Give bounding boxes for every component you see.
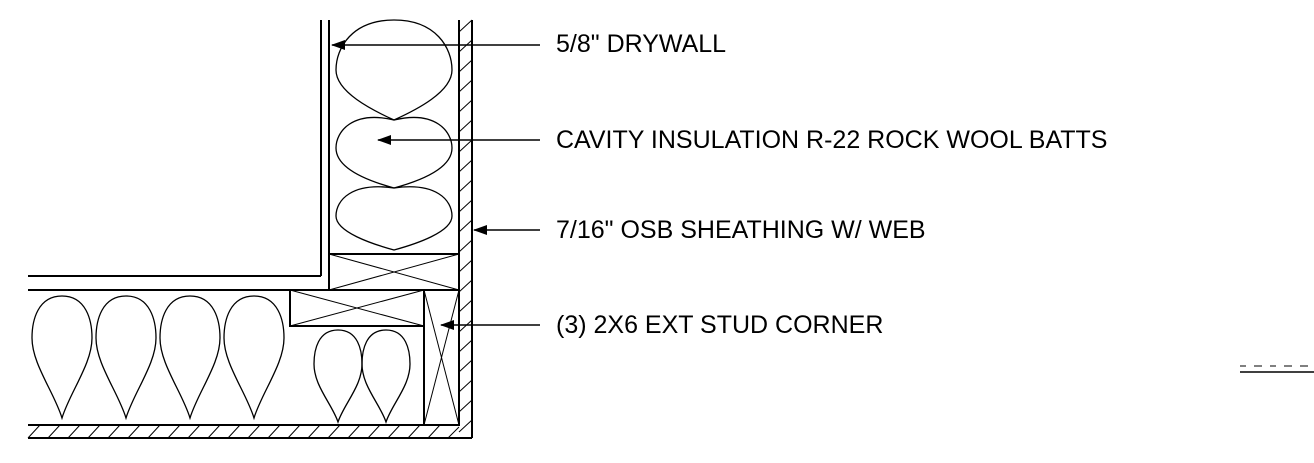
drywall-horizontal [28,275,321,291]
osb-sheathing-vertical [458,20,473,438]
callout-insulation: CAVITY INSULATION R-22 ROCK WOOL BATTS [556,126,1108,154]
insulation-horizontal [31,295,285,421]
drywall-vertical [320,20,330,276]
edge-detail-line [1240,365,1314,373]
callout-sheathing: 7/16" OSB SHEATHING W/ WEB [556,216,926,244]
stud-horizontal [289,289,425,327]
sheathing-hatch-vertical [458,19,473,433]
insulation-vertical [335,19,453,251]
stud-vertical [423,289,460,426]
insulation-under-stud [313,329,411,425]
stud-top [328,253,460,291]
callout-drywall: 5/8" DRYWALL [556,30,727,58]
sheathing-hatch-horizontal [27,424,460,439]
callout-stud: (3) 2X6 EXT STUD CORNER [556,311,884,339]
